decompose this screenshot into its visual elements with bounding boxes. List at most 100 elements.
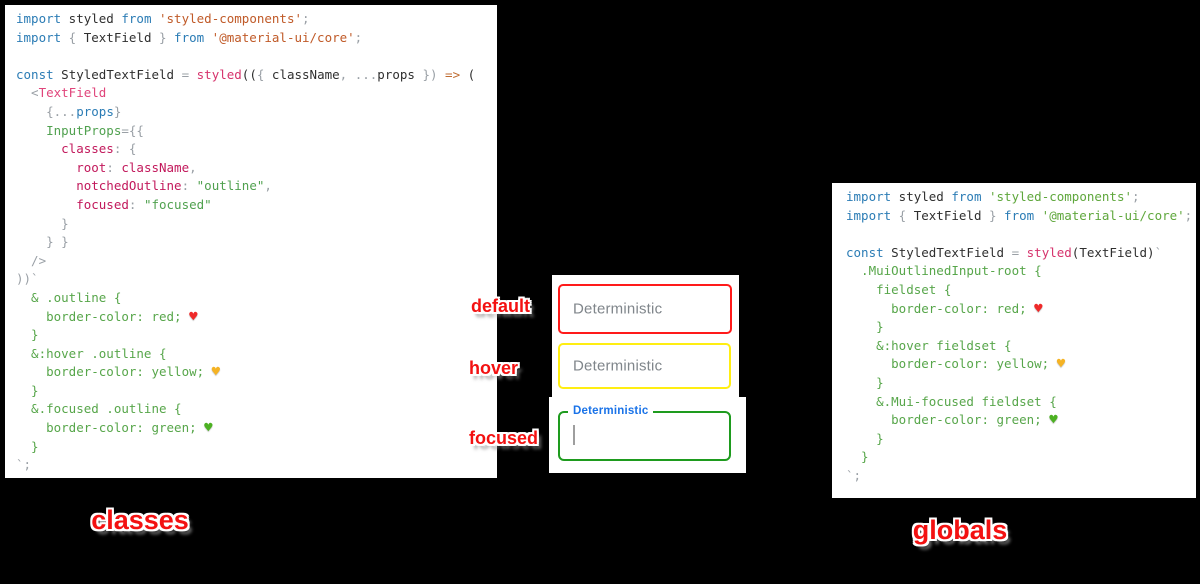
code-token: const bbox=[846, 244, 884, 260]
code-token: import bbox=[846, 207, 892, 223]
code-line: border-color: green; ♥ bbox=[846, 411, 1192, 430]
classes-title: classes bbox=[91, 505, 189, 535]
code-token: styled bbox=[61, 11, 122, 26]
code-line: import styled from 'styled-components'; bbox=[16, 10, 493, 29]
code-token: focused bbox=[16, 196, 129, 212]
code-line bbox=[16, 47, 493, 66]
code-token: 'styled-components' bbox=[981, 189, 1132, 204]
code-token: import bbox=[16, 29, 62, 45]
code-token: } bbox=[846, 449, 869, 465]
code-token: from bbox=[951, 189, 982, 204]
code-line: & .outline { bbox=[16, 289, 493, 308]
code-token: &.Mui-focused fieldset { bbox=[846, 393, 1057, 409]
code-token: : bbox=[181, 178, 197, 194]
code-line: border-color: yellow; ♥ bbox=[16, 363, 493, 382]
code-line: focused: "focused" bbox=[16, 196, 493, 215]
code-line: } bbox=[846, 318, 1192, 337]
code-line: border-color: green; ♥ bbox=[16, 419, 493, 438]
code-line: /> bbox=[16, 252, 493, 271]
code-line: } bbox=[16, 382, 493, 401]
code-token: ♥ bbox=[204, 420, 213, 437]
code-token: = bbox=[1011, 244, 1027, 260]
code-line: {...props} bbox=[16, 103, 493, 122]
code-token: } bbox=[16, 438, 39, 454]
code-token: const bbox=[16, 66, 54, 82]
code-token: className bbox=[121, 159, 190, 175]
code-token: ))` bbox=[16, 271, 39, 287]
code-token: &:hover fieldset { bbox=[846, 337, 1012, 353]
code-token: & .outline { bbox=[16, 289, 122, 305]
code-token: border-color: red; bbox=[846, 300, 1035, 316]
code-token: &.focused .outline { bbox=[16, 401, 182, 417]
code-token: ; bbox=[1184, 207, 1193, 223]
code-token: } bbox=[16, 215, 69, 231]
textfield-default-label: Deterministic bbox=[573, 300, 663, 318]
code-line: const StyledTextField = styled(TextField… bbox=[846, 244, 1192, 263]
code-token: } bbox=[981, 207, 1005, 223]
code-line: const StyledTextField = styled(({ classN… bbox=[16, 66, 493, 85]
code-token: styled bbox=[891, 189, 952, 204]
code-line: } bbox=[846, 430, 1192, 449]
code-token: ; bbox=[1132, 189, 1140, 204]
code-line: } } bbox=[16, 233, 493, 252]
code-line: } bbox=[16, 438, 493, 457]
code-token: TextField bbox=[913, 207, 982, 223]
code-token: /> bbox=[16, 252, 47, 268]
code-token: TextField bbox=[83, 29, 152, 45]
code-line: fieldset { bbox=[846, 281, 1192, 300]
text-cursor bbox=[573, 425, 575, 445]
code-token: root bbox=[16, 159, 107, 175]
code-token: } bbox=[16, 327, 39, 343]
code-token: TextField bbox=[38, 85, 107, 101]
code-token: } } bbox=[16, 234, 69, 250]
code-token: (TextField) bbox=[1071, 244, 1155, 260]
code-token: { bbox=[891, 207, 914, 223]
textfield-default[interactable]: Deterministic bbox=[558, 284, 732, 334]
code-token: { bbox=[256, 66, 272, 82]
code-line: } bbox=[846, 374, 1192, 393]
code-token: InputProps bbox=[16, 122, 122, 138]
textfield-focused[interactable]: Deterministic bbox=[558, 405, 731, 461]
code-token: notchedOutline bbox=[16, 178, 182, 194]
code-token: border-color: yellow; bbox=[846, 356, 1057, 372]
code-line: ))` bbox=[16, 270, 493, 289]
code-token: from bbox=[174, 29, 205, 45]
code-token: border-color: red; bbox=[16, 308, 190, 324]
code-token: } bbox=[16, 382, 39, 398]
code-line: } bbox=[846, 448, 1192, 467]
globals-code-panel: import styled from 'styled-components';i… bbox=[832, 183, 1196, 498]
code-token: props bbox=[76, 103, 114, 119]
code-token: } bbox=[113, 103, 122, 119]
code-line: notchedOutline: "outline", bbox=[16, 177, 493, 196]
code-line: &.focused .outline { bbox=[16, 400, 493, 419]
code-token: border-color: green; bbox=[16, 420, 205, 436]
code-token: &:hover .outline { bbox=[16, 345, 167, 361]
code-token: import bbox=[16, 11, 62, 26]
code-line bbox=[846, 225, 1192, 244]
code-line: } bbox=[16, 326, 493, 345]
code-token: from bbox=[1004, 207, 1035, 223]
code-token: ♥ bbox=[1056, 356, 1066, 373]
code-token: from bbox=[121, 11, 152, 26]
code-line: border-color: red; ♥ bbox=[846, 300, 1192, 319]
textfield-hover[interactable]: Deterministic bbox=[558, 343, 731, 389]
state-label-default: default bbox=[470, 296, 530, 316]
code-token: : bbox=[106, 159, 122, 175]
code-line: &.Mui-focused fieldset { bbox=[846, 393, 1192, 412]
code-token: ` bbox=[1154, 244, 1163, 260]
code-token: } bbox=[846, 374, 884, 390]
code-token: { bbox=[61, 29, 84, 45]
code-line: classes: { bbox=[16, 140, 493, 159]
code-token: "focused" bbox=[143, 196, 212, 212]
code-line: import styled from 'styled-components'; bbox=[846, 188, 1192, 207]
code-line: .MuiOutlinedInput-root { bbox=[846, 262, 1192, 281]
code-token: < bbox=[16, 85, 39, 101]
code-line: &:hover fieldset { bbox=[846, 337, 1192, 356]
code-line: import { TextField } from '@material-ui/… bbox=[846, 207, 1192, 226]
code-token: StyledTextField bbox=[53, 66, 182, 82]
code-token: : bbox=[128, 196, 144, 212]
code-token: `; bbox=[846, 467, 862, 483]
code-token: classes bbox=[16, 141, 114, 157]
code-token: fieldset { bbox=[846, 281, 952, 297]
